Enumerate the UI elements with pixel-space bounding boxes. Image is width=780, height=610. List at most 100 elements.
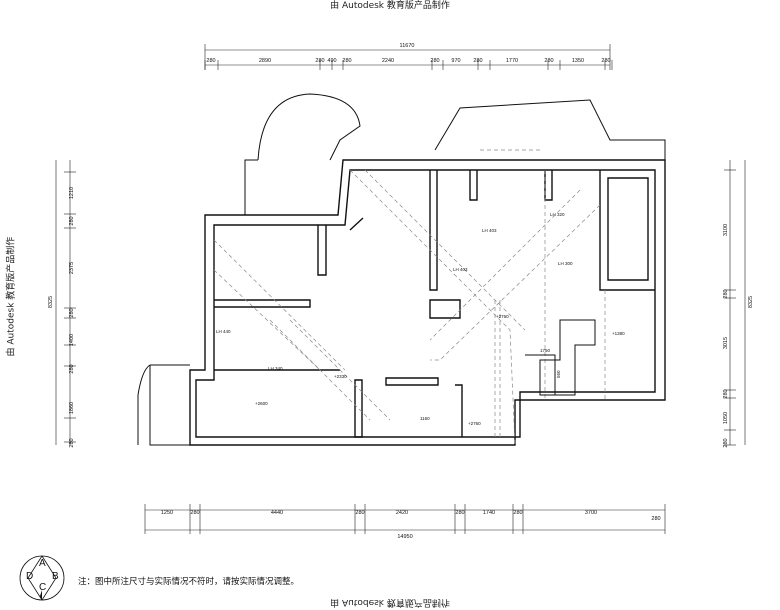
dim-segment-label: 280 <box>190 510 199 516</box>
annotation: 1160 <box>420 416 430 421</box>
compass-icon: A B C D <box>16 552 68 604</box>
dim-segment-label: 2890 <box>259 58 271 64</box>
diag-7 <box>269 319 391 421</box>
dim-segment-label: 1050 <box>723 412 729 424</box>
bay-outlines <box>137 93 666 446</box>
dim-segment-label: 1860 <box>69 402 75 414</box>
round-bay <box>257 93 361 161</box>
dim-segment-label: 280 <box>206 58 215 64</box>
trapezoid-bay <box>434 99 666 160</box>
dim-segment-label: 1250 <box>161 510 173 516</box>
wardrobe <box>607 177 649 281</box>
diag-3 <box>213 239 346 371</box>
dim-segment-label: 280 <box>723 438 729 447</box>
dim-segment-label: 3100 <box>723 224 729 236</box>
dim-segment-label: 280 <box>69 308 75 317</box>
dim-segment-label: 280 <box>723 289 729 298</box>
dim-segment-label: 280 <box>473 58 482 64</box>
diag-5 <box>430 204 601 361</box>
left-bay-curve <box>137 364 151 445</box>
inner-wall <box>195 169 656 438</box>
level-mark: LH 300 <box>558 261 573 266</box>
ceiling-lines <box>213 149 606 446</box>
dim-segment-label: 280 <box>513 510 522 516</box>
wall-4 <box>469 170 478 201</box>
dim-segment-label: 2240 <box>382 58 394 64</box>
dim-segment-label: 280 <box>315 58 324 64</box>
vertical-lines <box>544 170 606 400</box>
dim-segment-label: 280 <box>723 389 729 398</box>
dim-segment-label: 280 <box>430 58 439 64</box>
diag-4 <box>213 269 321 371</box>
level-mark: +2330 <box>334 374 347 379</box>
level-mark: LH 320 <box>550 212 565 217</box>
dim-segment-label: 280 <box>355 510 364 516</box>
level-mark: LH 403 <box>482 228 497 233</box>
dim-segment-label: 970 <box>451 58 460 64</box>
level-mark: LH 340 <box>268 366 283 371</box>
dim-segment-label: 3015 <box>723 337 729 349</box>
footnote: 注：图中所注尺寸与实际情况不符时，请按实际情况调整。 <box>78 577 300 587</box>
outer-wall <box>189 159 666 446</box>
dim-segment-label: 1400 <box>69 334 75 346</box>
dim-segment-label: 1740 <box>483 510 495 516</box>
diag-2 <box>364 169 526 331</box>
annotation: 1750 <box>540 348 551 353</box>
dim-segment-label: 280 <box>342 58 351 64</box>
annotation: 560 <box>556 370 561 378</box>
compass-b: B <box>52 571 59 582</box>
wall-3 <box>429 170 438 291</box>
dim-right-total: 8325 <box>748 296 754 308</box>
stair-outline <box>539 319 596 396</box>
level-mark: +1380 <box>612 331 625 336</box>
level-marks: LH 403 LH 403 LH 320 LH 300 LH 440 LH 34… <box>216 212 625 426</box>
dim-segment-label: 280 <box>69 364 75 373</box>
walls <box>189 159 666 446</box>
dim-segment-label: 280 <box>601 58 610 64</box>
diag-1 <box>349 169 516 446</box>
wall-7 <box>599 170 655 291</box>
dim-ticks <box>64 44 736 534</box>
dim-segment-label: 2375 <box>69 262 75 274</box>
wall-9 <box>455 384 463 437</box>
dim-segment-label: 4440 <box>271 510 283 516</box>
dim-bottom-total: 14950 <box>397 534 412 540</box>
wall-5 <box>349 217 364 231</box>
level-mark: LH 403 <box>453 267 468 272</box>
dim-lines <box>55 49 746 531</box>
counter <box>385 377 439 386</box>
bay-edge <box>244 159 258 215</box>
dim-segment-label: 280 <box>455 510 464 516</box>
watermark-top: 由 Autodesk 教育版产品制作 <box>330 1 450 11</box>
level-mark: LH 440 <box>216 329 231 334</box>
dim-bottom-extra: 280 <box>651 516 660 522</box>
wall-1 <box>317 225 327 276</box>
vertical-beam <box>494 300 501 437</box>
level-mark: +2760 <box>496 314 509 319</box>
level-mark: +2600 <box>255 401 268 406</box>
dim-segment-label: 2420 <box>396 510 408 516</box>
dim-segment-label: 280 <box>69 438 75 447</box>
compass-c: C <box>39 582 47 593</box>
dim-segment-label: 280 <box>544 58 553 64</box>
dim-segment-label: 3700 <box>585 510 597 516</box>
dim-segment-label: 1210 <box>69 187 75 199</box>
wall-2 <box>214 299 311 308</box>
dim-segment-label: 1770 <box>506 58 518 64</box>
left-bay <box>149 364 190 446</box>
column <box>429 299 461 319</box>
dim-left-total: 8325 <box>48 296 54 308</box>
diag-6 <box>429 189 581 341</box>
wall-8 <box>354 379 363 438</box>
compass-d: D <box>26 571 34 582</box>
stair <box>525 319 596 396</box>
dim-segment-label: 490 <box>327 58 336 64</box>
dim-segment-label: 1350 <box>572 58 584 64</box>
dim-segment-label: 280 <box>69 216 75 225</box>
level-mark: +2760 <box>468 421 481 426</box>
stair-step <box>525 354 556 395</box>
dim-top-total: 11670 <box>400 43 415 49</box>
wall-6 <box>544 170 553 201</box>
